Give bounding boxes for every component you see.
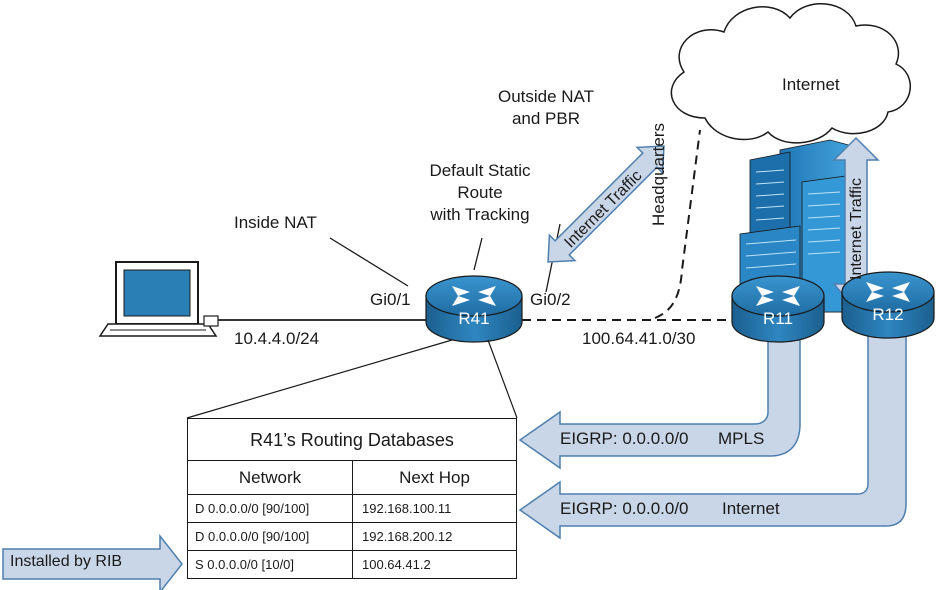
- installed-by-rib-arrow: [2, 533, 183, 590]
- header-network: Network: [188, 461, 353, 494]
- default-route-pointer: [473, 237, 483, 271]
- headquarters-label: Headquarters: [649, 122, 668, 226]
- eigrp-mpls-source: MPLS: [718, 429, 765, 448]
- router-r41-icon: [425, 275, 523, 343]
- internet-traffic-arrow-left: [547, 145, 665, 263]
- internet-cloud-label: Internet: [782, 75, 840, 94]
- eigrp-internet-prefix: EIGRP: 0.0.0.0/0: [560, 499, 689, 518]
- inside-nat-pointer: [329, 237, 409, 287]
- row-next-hop: 192.168.200.12: [362, 529, 453, 544]
- internet-cloud-icon: [670, 3, 911, 144]
- row-network: S 0.0.0.0/0 [10/0]: [188, 551, 353, 579]
- r41-label: R41: [458, 309, 490, 328]
- default-static-route-label: Default Static Route with Tracking: [429, 161, 531, 224]
- routing-database-table: R41’s Routing Databases Network Next Hop…: [187, 418, 517, 579]
- table-pointer-right: [487, 339, 518, 419]
- table-pointer-left: [186, 339, 453, 419]
- router-r12-icon: [841, 271, 935, 339]
- eigrp-mpls-prefix: EIGRP: 0.0.0.0/0: [560, 429, 689, 448]
- row-next-hop: 100.64.41.2: [362, 557, 431, 572]
- r11-label: R11: [763, 309, 793, 328]
- installed-by-rib-label: Installed by RIB: [10, 553, 123, 570]
- pc-icon: [98, 261, 219, 337]
- eigrp-mpls-arrow: [518, 339, 801, 470]
- inside-nat-label: Inside NAT: [234, 213, 317, 232]
- gi02-label: Gi0/2: [530, 290, 571, 309]
- row-network: D 0.0.0.0/0 [90/100]: [188, 523, 353, 550]
- table-header-row: Network Next Hop: [188, 461, 516, 495]
- row-network: D 0.0.0.0/0 [90/100]: [188, 495, 353, 522]
- eigrp-internet-arrow: [518, 335, 907, 540]
- table-row: D 0.0.0.0/0 [90/100] 192.168.200.12: [188, 523, 516, 551]
- wan-subnet-label: 100.64.41.0/30: [582, 329, 696, 348]
- router-r11-icon: [731, 275, 825, 343]
- r12-label: R12: [872, 305, 904, 324]
- table-title: R41’s Routing Databases: [188, 419, 516, 461]
- internet-dashed-path: [654, 129, 701, 319]
- outside-nat-label: Outside NAT and PBR: [497, 87, 595, 128]
- eigrp-internet-source: Internet: [722, 499, 780, 518]
- table-row: D 0.0.0.0/0 [90/100] 192.168.100.11: [188, 495, 516, 523]
- lan-subnet-label: 10.4.4.0/24: [234, 329, 320, 348]
- internet-traffic-label-2: Internet Traffic: [848, 178, 865, 280]
- header-next-hop: Next Hop: [399, 468, 470, 487]
- table-row: S 0.0.0.0/0 [10/0] 100.64.41.2: [188, 551, 516, 579]
- gi01-label: Gi0/1: [370, 290, 411, 309]
- row-next-hop: 192.168.100.11: [362, 501, 452, 516]
